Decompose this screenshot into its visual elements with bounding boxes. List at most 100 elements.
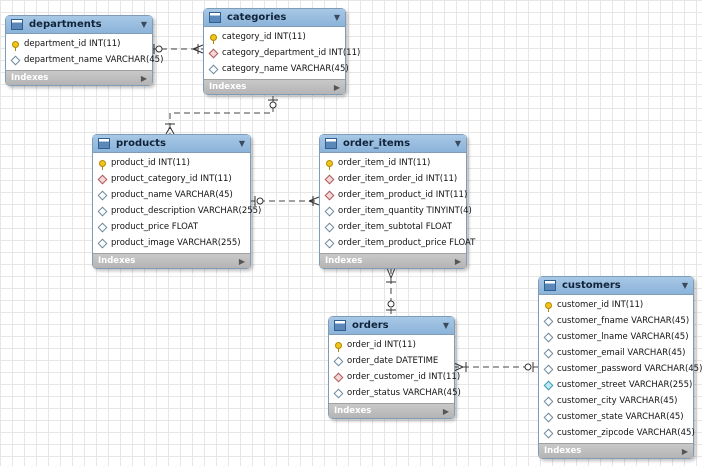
column-label: product_category_id INT(11) (111, 174, 232, 184)
collapse-caret-icon[interactable]: ▼ (140, 20, 147, 29)
column-diamond-icon (333, 388, 344, 398)
column-row[interactable]: customer_id INT(11) (539, 297, 693, 313)
column-row[interactable]: order_item_subtotal FLOAT (320, 219, 466, 235)
table-title: order_items (343, 138, 411, 149)
column-label: department_name VARCHAR(45) (24, 55, 164, 65)
column-label: customer_lname VARCHAR(45) (557, 332, 689, 342)
column-row[interactable]: customer_email VARCHAR(45) (539, 345, 693, 361)
column-row[interactable]: order_item_product_id INT(11) (320, 187, 468, 203)
column-row[interactable]: order_status VARCHAR(45) (329, 385, 461, 401)
column-row[interactable]: customer_password VARCHAR(45) (539, 361, 702, 377)
column-diamond-icon (543, 412, 554, 422)
table-title: customers (562, 280, 621, 291)
column-row[interactable]: department_name VARCHAR(45) (6, 52, 163, 68)
column-list: order_item_id INT(11) order_item_order_i… (320, 153, 475, 253)
column-diamond-icon (10, 55, 21, 65)
expand-arrow-icon[interactable]: ▶ (681, 446, 688, 456)
column-row[interactable]: department_id INT(11) (6, 36, 152, 52)
indexes-footer[interactable]: Indexes ▶ (6, 70, 152, 85)
indexes-footer[interactable]: Indexes ▶ (204, 79, 345, 94)
table-header[interactable]: products ▼ (93, 135, 250, 153)
column-row[interactable]: customer_state VARCHAR(45) (539, 409, 693, 425)
column-list: product_id INT(11) product_category_id I… (93, 153, 261, 253)
column-row[interactable]: product_description VARCHAR(255) (93, 203, 261, 219)
column-row[interactable]: product_price FLOAT (93, 219, 250, 235)
table-categories[interactable]: categories ▼ category_id INT(11) categor… (203, 8, 360, 95)
table-icon (544, 280, 556, 291)
column-row[interactable]: category_name VARCHAR(45) (204, 61, 349, 77)
table-products[interactable]: products ▼ product_id INT(11) product_ca… (92, 134, 261, 269)
column-label: product_price FLOAT (111, 222, 199, 232)
column-row[interactable]: customer_zipcode VARCHAR(45) (539, 425, 695, 441)
column-row[interactable]: order_item_order_id INT(11) (320, 171, 466, 187)
table-header[interactable]: order_items ▼ (320, 135, 466, 153)
column-row[interactable]: order_item_id INT(11) (320, 155, 466, 171)
collapse-caret-icon[interactable]: ▼ (238, 139, 245, 148)
indexes-footer[interactable]: Indexes ▶ (320, 253, 466, 268)
column-row[interactable]: product_name VARCHAR(45) (93, 187, 250, 203)
table-header[interactable]: categories ▼ (204, 9, 345, 27)
column-label: order_item_order_id INT(11) (338, 174, 458, 184)
column-label: product_description VARCHAR(255) (111, 206, 262, 216)
expand-arrow-icon[interactable]: ▶ (333, 82, 340, 92)
indexes-label: Indexes (334, 406, 372, 416)
indexes-footer[interactable]: Indexes ▶ (539, 443, 693, 458)
column-label: customer_password VARCHAR(45) (557, 364, 702, 374)
expand-arrow-icon[interactable]: ▶ (442, 406, 449, 416)
collapse-caret-icon[interactable]: ▼ (681, 281, 688, 290)
column-label: department_id INT(11) (24, 39, 121, 49)
table-order-items[interactable]: order_items ▼ order_item_id INT(11) orde… (319, 134, 475, 269)
expand-arrow-icon[interactable]: ▶ (140, 73, 147, 83)
column-label: category_name VARCHAR(45) (222, 64, 349, 74)
column-row[interactable]: product_image VARCHAR(255) (93, 235, 250, 251)
column-row[interactable]: order_item_quantity TINYINT(4) (320, 203, 472, 219)
table-icon (11, 19, 23, 30)
collapse-caret-icon[interactable]: ▼ (442, 321, 449, 330)
column-label: order_item_id INT(11) (338, 158, 431, 168)
foreign-key-icon (208, 48, 219, 58)
expand-arrow-icon[interactable]: ▶ (238, 256, 245, 266)
foreign-key-icon (324, 174, 335, 184)
indexes-label: Indexes (325, 256, 363, 266)
column-diamond-icon (97, 206, 108, 216)
column-row[interactable]: customer_street VARCHAR(255) (539, 377, 693, 393)
column-label: order_id INT(11) (347, 340, 416, 350)
table-title: departments (29, 19, 102, 30)
column-label: order_customer_id INT(11) (347, 372, 461, 382)
column-row[interactable]: customer_city VARCHAR(45) (539, 393, 693, 409)
indexes-footer[interactable]: Indexes ▶ (329, 403, 454, 418)
column-row[interactable]: order_date DATETIME (329, 353, 454, 369)
table-departments[interactable]: departments ▼ department_id INT(11) depa… (5, 15, 163, 86)
table-header[interactable]: departments ▼ (6, 16, 152, 34)
column-row[interactable]: product_category_id INT(11) (93, 171, 250, 187)
table-title: categories (227, 12, 287, 23)
indexes-footer[interactable]: Indexes ▶ (93, 253, 250, 268)
collapse-caret-icon[interactable]: ▼ (454, 139, 461, 148)
column-row[interactable]: category_department_id INT(11) (204, 45, 360, 61)
column-label: customer_city VARCHAR(45) (557, 396, 678, 406)
column-row[interactable]: order_customer_id INT(11) (329, 369, 460, 385)
table-header[interactable]: customers ▼ (539, 277, 693, 295)
column-row[interactable]: customer_lname VARCHAR(45) (539, 329, 693, 345)
column-row[interactable]: customer_fname VARCHAR(45) (539, 313, 693, 329)
foreign-key-icon (324, 190, 335, 200)
column-row[interactable]: category_id INT(11) (204, 29, 345, 45)
column-label: product_id INT(11) (111, 158, 190, 168)
table-orders[interactable]: orders ▼ order_id INT(11) order_date DAT… (328, 316, 461, 419)
column-label: customer_state VARCHAR(45) (557, 412, 684, 422)
column-diamond-icon (543, 332, 554, 342)
column-label: order_status VARCHAR(45) (347, 388, 461, 398)
column-diamond-icon (543, 348, 554, 358)
column-row[interactable]: order_item_product_price FLOAT (320, 235, 475, 251)
table-header[interactable]: orders ▼ (329, 317, 454, 335)
column-row[interactable]: order_id INT(11) (329, 337, 454, 353)
table-title: orders (352, 320, 389, 331)
expand-arrow-icon[interactable]: ▶ (454, 256, 461, 266)
column-label: order_item_product_id INT(11) (338, 190, 468, 200)
column-diamond-icon (97, 222, 108, 232)
column-row[interactable]: product_id INT(11) (93, 155, 250, 171)
column-list: category_id INT(11) category_department_… (204, 27, 360, 79)
collapse-caret-icon[interactable]: ▼ (333, 13, 340, 22)
table-customers[interactable]: customers ▼ customer_id INT(11) customer… (538, 276, 702, 459)
column-label: customer_street VARCHAR(255) (557, 380, 693, 390)
